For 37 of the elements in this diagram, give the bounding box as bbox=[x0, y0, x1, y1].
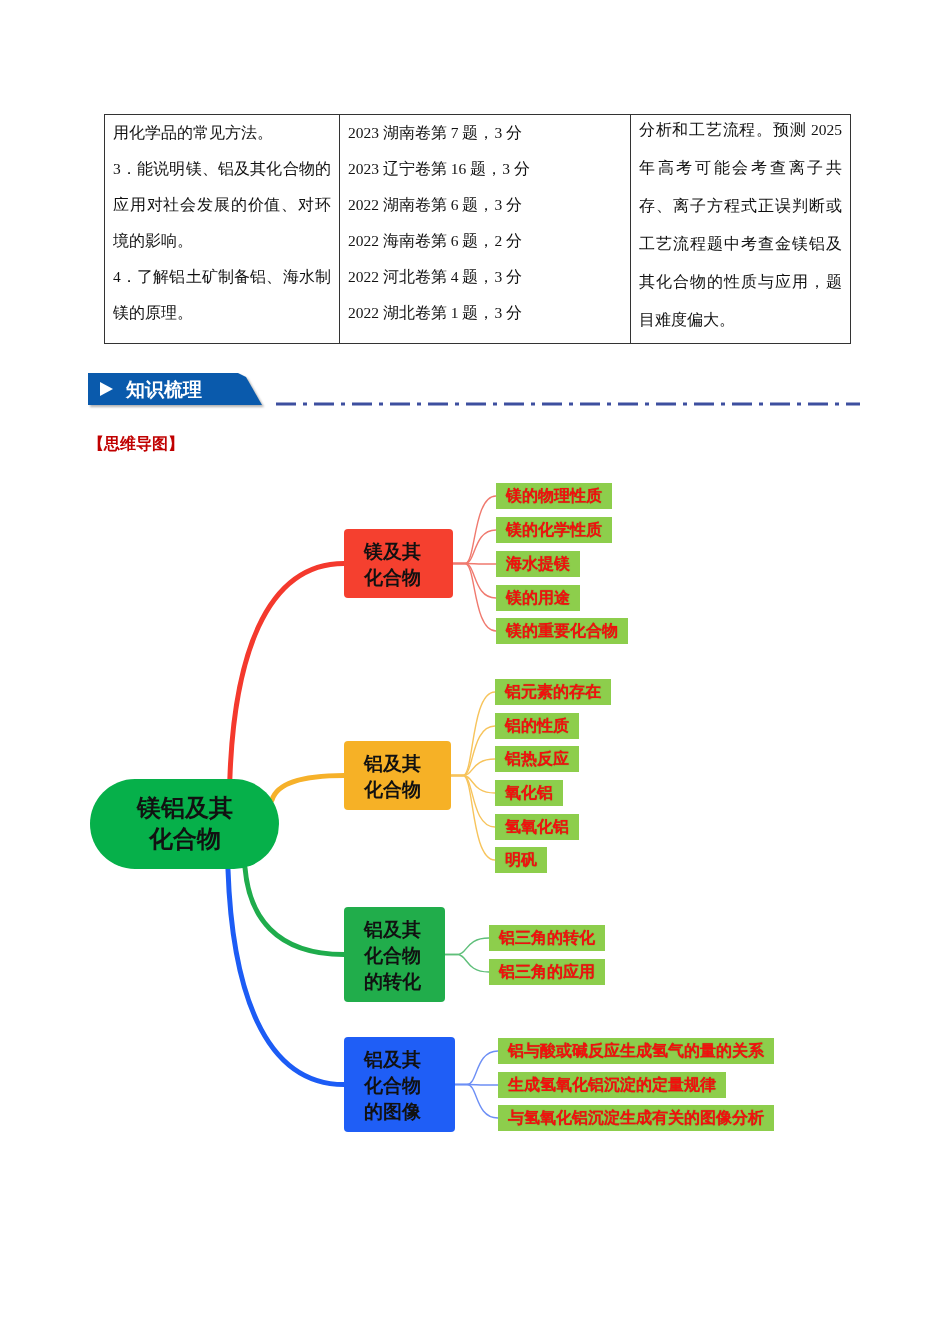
subtopic-tag: 镁的重要化合物 bbox=[496, 618, 628, 644]
branch-topic: 铝及其化合物的图像 bbox=[344, 1037, 455, 1132]
objective-text: 用化学品的常见方法。 bbox=[113, 123, 274, 143]
subtopic-tag: 氢氧化铝 bbox=[495, 814, 579, 840]
subtopic-tag: 海水提镁 bbox=[496, 551, 580, 577]
exam-item-text: 2023 辽宁卷第 16 题，3 分 bbox=[348, 159, 531, 179]
forecast-text: 分析和工艺流程。预测 2025 年高考可能会考查离子共存、离子方程式正误判断或工艺流程题中考查金镁铝及其化合物的性质与应用，题目难度偏大。 bbox=[639, 120, 842, 330]
sub-branch-connector bbox=[454, 1083, 499, 1119]
subtopic-tag: 镁的用途 bbox=[496, 585, 580, 611]
subsection-heading: 【思维导图】 bbox=[88, 433, 184, 455]
sub-branch-connector bbox=[452, 562, 497, 632]
subtopic-tag: 铝与酸或碱反应生成氢气的量的关系 bbox=[498, 1038, 774, 1064]
exam-item-text: 2023 湖南卷第 7 题，3 分 bbox=[348, 123, 523, 143]
exam-item-text: 2022 河北卷第 4 题，3 分 bbox=[348, 267, 523, 287]
subtopic-tag: 铝三角的应用 bbox=[489, 959, 605, 985]
subtopic-tag: 铝的性质 bbox=[495, 713, 579, 739]
sub-branch-connector bbox=[444, 953, 490, 973]
sub-branch-connector bbox=[450, 774, 496, 861]
subtopic-tag: 铝三角的转化 bbox=[489, 925, 605, 951]
branch-topic: 镁及其化合物 bbox=[344, 529, 453, 598]
subtopic-tag: 镁的物理性质 bbox=[496, 483, 612, 509]
subtopic-tag: 氧化铝 bbox=[495, 780, 563, 806]
subtopic-tag: 生成氢氧化铝沉淀的定量规律 bbox=[498, 1072, 726, 1098]
exam-item-text: 2022 湖北卷第 1 题，3 分 bbox=[348, 303, 523, 323]
exam-item-text: 2022 湖南卷第 6 题，3 分 bbox=[348, 195, 523, 215]
subtopic-tag: 铝元素的存在 bbox=[495, 679, 611, 705]
section-heading: 知识梳理 bbox=[126, 377, 202, 402]
subtopic-tag: 与氢氧化铝沉淀生成有关的图像分析 bbox=[498, 1105, 774, 1131]
subtopic-tag: 明矾 bbox=[495, 847, 547, 873]
objective-text: 3．能说明镁、铝及其化合物的应用对社会发展的价值、对环境的影响。 bbox=[113, 159, 331, 251]
subtopic-tag: 镁的化学性质 bbox=[496, 517, 612, 543]
central-topic: 镁铝及其化合物 bbox=[90, 779, 279, 869]
branch-topic: 铝及其化合物的转化 bbox=[344, 907, 445, 1002]
branch-topic: 铝及其化合物 bbox=[344, 741, 451, 810]
exam-item-text: 2022 海南卷第 6 题，2 分 bbox=[348, 231, 523, 251]
objective-text: 4．了解铝土矿制备铝、海水制镁的原理。 bbox=[113, 267, 331, 323]
subtopic-tag: 铝热反应 bbox=[495, 746, 579, 772]
